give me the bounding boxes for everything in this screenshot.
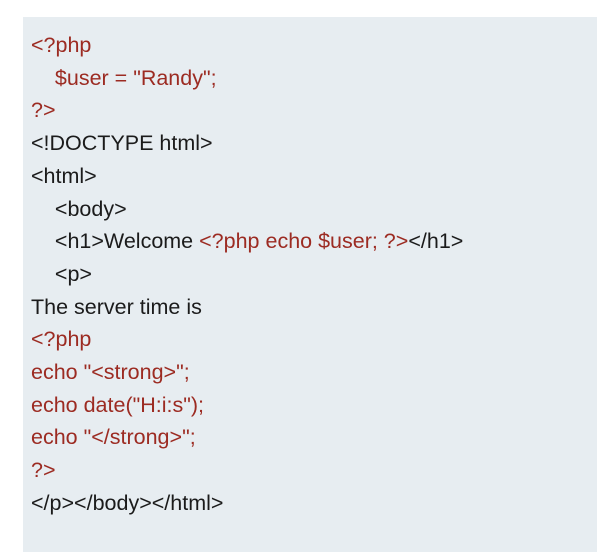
code-line: The server time is: [23, 291, 597, 324]
code-segment-php: ?>: [31, 458, 56, 483]
code-indent: [31, 197, 55, 221]
code-segment-php: ?>: [31, 98, 56, 123]
code-line: <html>: [23, 160, 597, 193]
code-indent: [31, 229, 55, 253]
code-line: echo "</strong>";: [23, 421, 597, 454]
code-segment-php: echo "<strong>";: [31, 360, 190, 385]
code-line: echo "<strong>";: [23, 356, 597, 389]
code-segment-html: The server time is: [31, 294, 202, 319]
code-line: <?php: [23, 29, 597, 62]
code-indent: [31, 262, 55, 286]
code-line: </p></body></html>: [23, 487, 597, 520]
code-indent: [31, 66, 55, 90]
code-block: <?php $user = "Randy"; ?> <!DOCTYPE html> <…: [23, 29, 597, 520]
code-line: ?>: [23, 454, 597, 487]
code-segment-html: </p></body></html>: [31, 490, 224, 515]
code-line: echo date("H:i:s");: [23, 389, 597, 422]
code-segment-html: <html>: [31, 163, 97, 188]
code-segment-html: </h1>: [408, 229, 464, 254]
code-segment-html: <body>: [54, 196, 127, 221]
code-line: $user = "Randy";: [23, 62, 597, 95]
code-line: ?>: [23, 94, 597, 127]
code-segment-html: <!DOCTYPE html>: [31, 131, 213, 156]
code-segment-php: $user = "Randy";: [54, 65, 217, 90]
code-segment-html: <p>: [54, 261, 92, 286]
code-line: <?php: [23, 323, 597, 356]
code-segment-php: echo date("H:i:s");: [31, 392, 204, 417]
code-snippet-panel: <?php $user = "Randy"; ?> <!DOCTYPE html> <…: [23, 17, 597, 552]
code-segment-html: <h1>Welcome: [54, 229, 200, 254]
code-segment-php: echo "</strong>";: [31, 425, 196, 450]
code-segment-php: <?php echo $user; ?>: [199, 229, 409, 254]
code-line: <!DOCTYPE html>: [23, 127, 597, 160]
code-line: <p>: [23, 258, 597, 291]
code-segment-php: <?php: [31, 327, 92, 352]
code-line: <h1>Welcome <?php echo $user; ?></h1>: [23, 225, 597, 258]
code-segment-php: <?php: [31, 33, 92, 57]
code-line: <body>: [23, 193, 597, 226]
